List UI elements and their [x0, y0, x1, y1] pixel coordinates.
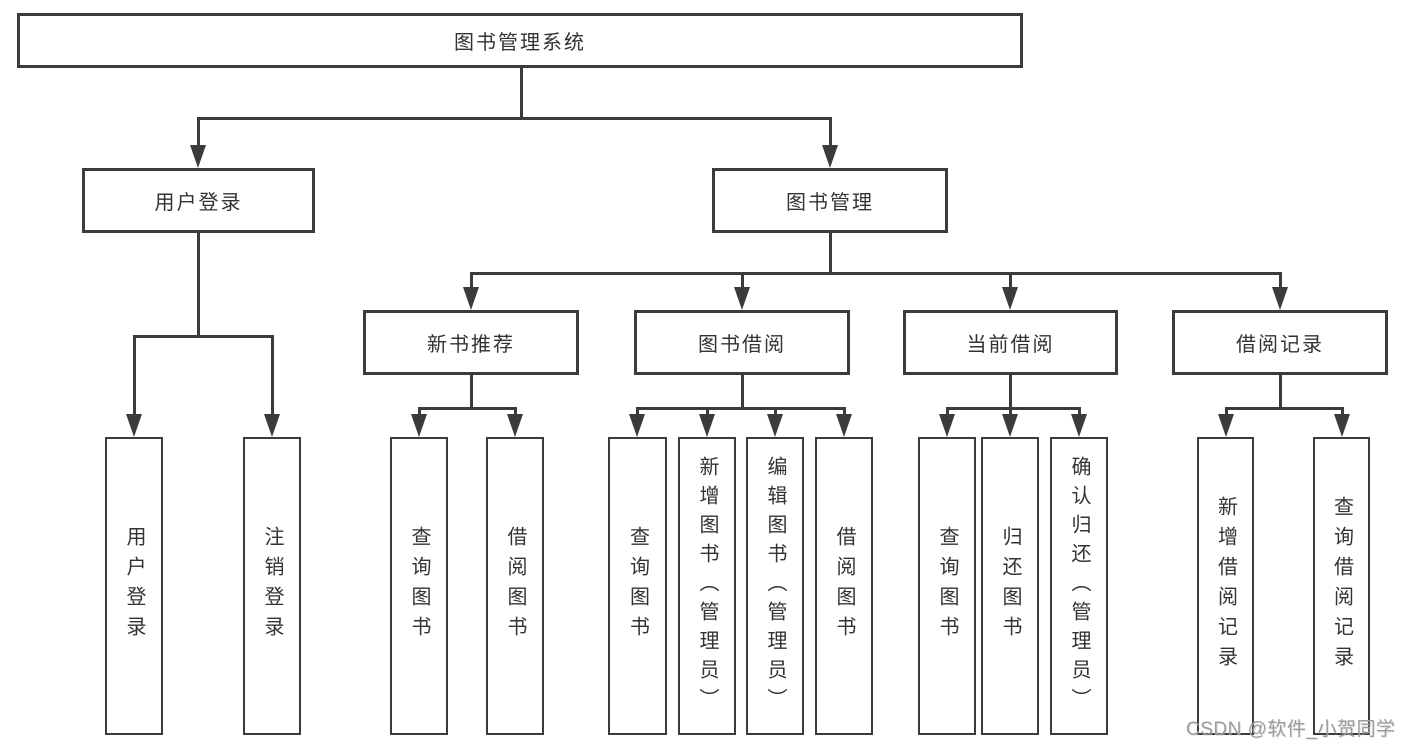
- arrow-down-icon: [263, 414, 280, 437]
- arrow-down-icon: [125, 414, 142, 437]
- arrow-down-icon: [733, 287, 750, 310]
- connector-bar: [635, 406, 846, 410]
- node-label: 新增借阅记录: [1214, 496, 1237, 676]
- connector-bar: [1224, 406, 1344, 410]
- arrow-down-icon: [1271, 287, 1288, 310]
- node-label: 用户登录: [123, 526, 145, 646]
- node-bb-borrow-book: 借阅图书: [815, 437, 873, 735]
- node-label: 借阅图书: [833, 526, 855, 646]
- arrow-down-icon: [698, 414, 715, 437]
- node-label: 借阅图书: [504, 526, 526, 646]
- arrow-down-icon: [1001, 414, 1018, 437]
- connector-bar: [417, 406, 517, 410]
- connector-bar: [469, 271, 1282, 275]
- node-label: 查询借阅记录: [1330, 496, 1353, 676]
- connector-drop: [1008, 273, 1012, 290]
- node-root: 图书管理系统: [17, 13, 1023, 68]
- csdn-watermark: CSDN @软件_小贺同学: [1186, 719, 1396, 740]
- node-label: 归还图书: [999, 526, 1021, 646]
- connector-bar: [132, 334, 274, 338]
- arrow-down-icon: [821, 145, 838, 168]
- connector-drop: [1340, 408, 1344, 417]
- node-label: 注销登录: [261, 526, 283, 646]
- node-label: 新增图书（管理员）: [696, 455, 718, 717]
- node-label: 查询图书: [408, 526, 430, 646]
- node-book-mgmt: 图书管理: [712, 168, 948, 233]
- connector-stem: [740, 375, 744, 408]
- arrow-down-icon: [1070, 414, 1087, 437]
- node-rec-query-book: 查询图书: [390, 437, 448, 735]
- node-current-borrow: 当前借阅: [903, 310, 1118, 375]
- node-bb-query-book: 查询图书: [608, 437, 667, 735]
- connector-drop: [828, 118, 832, 148]
- arrow-down-icon: [189, 145, 206, 168]
- connector-drop: [196, 118, 200, 148]
- node-rec-borrow-book: 借阅图书: [486, 437, 544, 735]
- node-cur-query-book: 查询图书: [918, 437, 976, 735]
- node-label: 查询图书: [936, 526, 958, 646]
- node-label: 编辑图书（管理员）: [764, 455, 786, 717]
- arrow-down-icon: [938, 414, 955, 437]
- connector-drop: [513, 408, 517, 417]
- connector-bar: [196, 116, 832, 120]
- connector-stem: [828, 233, 832, 273]
- arrow-down-icon: [1333, 414, 1350, 437]
- connector-stem: [1008, 375, 1012, 408]
- node-cur-confirm-return: 确认归还（管理员）: [1050, 437, 1108, 735]
- connector-drop: [1278, 273, 1282, 290]
- node-book-borrow: 图书借阅: [634, 310, 850, 375]
- node-label: 确认归还（管理员）: [1068, 455, 1090, 717]
- connector-stem: [196, 233, 200, 336]
- connector-drop: [270, 336, 274, 417]
- node-user-login: 用户登录: [82, 168, 315, 233]
- connector-stem: [1278, 375, 1282, 408]
- node-label: 当前借阅: [966, 334, 1055, 356]
- arrow-down-icon: [766, 414, 783, 437]
- connector-drop: [1008, 408, 1012, 417]
- node-label: 图书管理系统: [454, 32, 586, 54]
- arrow-down-icon: [410, 414, 427, 437]
- connector-drop: [417, 408, 421, 417]
- node-label: 借阅记录: [1236, 334, 1324, 356]
- connector-drop: [773, 408, 777, 417]
- connector-stem: [469, 375, 473, 408]
- node-br-query-record: 查询借阅记录: [1313, 437, 1370, 735]
- node-cur-return-book: 归还图书: [981, 437, 1039, 735]
- arrow-down-icon: [835, 414, 852, 437]
- connector-bar: [945, 406, 1081, 410]
- connector-drop: [635, 408, 639, 417]
- arrow-down-icon: [506, 414, 523, 437]
- node-label: 用户登录: [154, 192, 243, 214]
- connector-drop: [1224, 408, 1228, 417]
- connector-drop: [705, 408, 709, 417]
- arrow-down-icon: [1001, 287, 1018, 310]
- arrow-down-icon: [462, 287, 479, 310]
- node-bb-edit-book: 编辑图书（管理员）: [746, 437, 804, 735]
- node-new-book-rec: 新书推荐: [363, 310, 579, 375]
- node-label: 新书推荐: [427, 334, 515, 356]
- connector-drop: [132, 336, 136, 417]
- connector-drop: [469, 273, 473, 290]
- connector-drop: [945, 408, 949, 417]
- arrow-down-icon: [1217, 414, 1234, 437]
- node-label: 查询图书: [626, 526, 649, 646]
- connector-drop: [1077, 408, 1081, 417]
- node-br-add-record: 新增借阅记录: [1197, 437, 1254, 735]
- node-label: 图书管理: [786, 192, 874, 214]
- node-leaf-user-login: 用户登录: [105, 437, 163, 735]
- arrow-down-icon: [628, 414, 645, 437]
- node-label: 图书借阅: [698, 334, 786, 356]
- node-borrow-record: 借阅记录: [1172, 310, 1388, 375]
- connector-drop: [842, 408, 846, 417]
- node-bb-add-book: 新增图书（管理员）: [678, 437, 736, 735]
- connector-stem: [519, 68, 523, 118]
- connector-drop: [740, 273, 744, 290]
- node-leaf-logout: 注销登录: [243, 437, 301, 735]
